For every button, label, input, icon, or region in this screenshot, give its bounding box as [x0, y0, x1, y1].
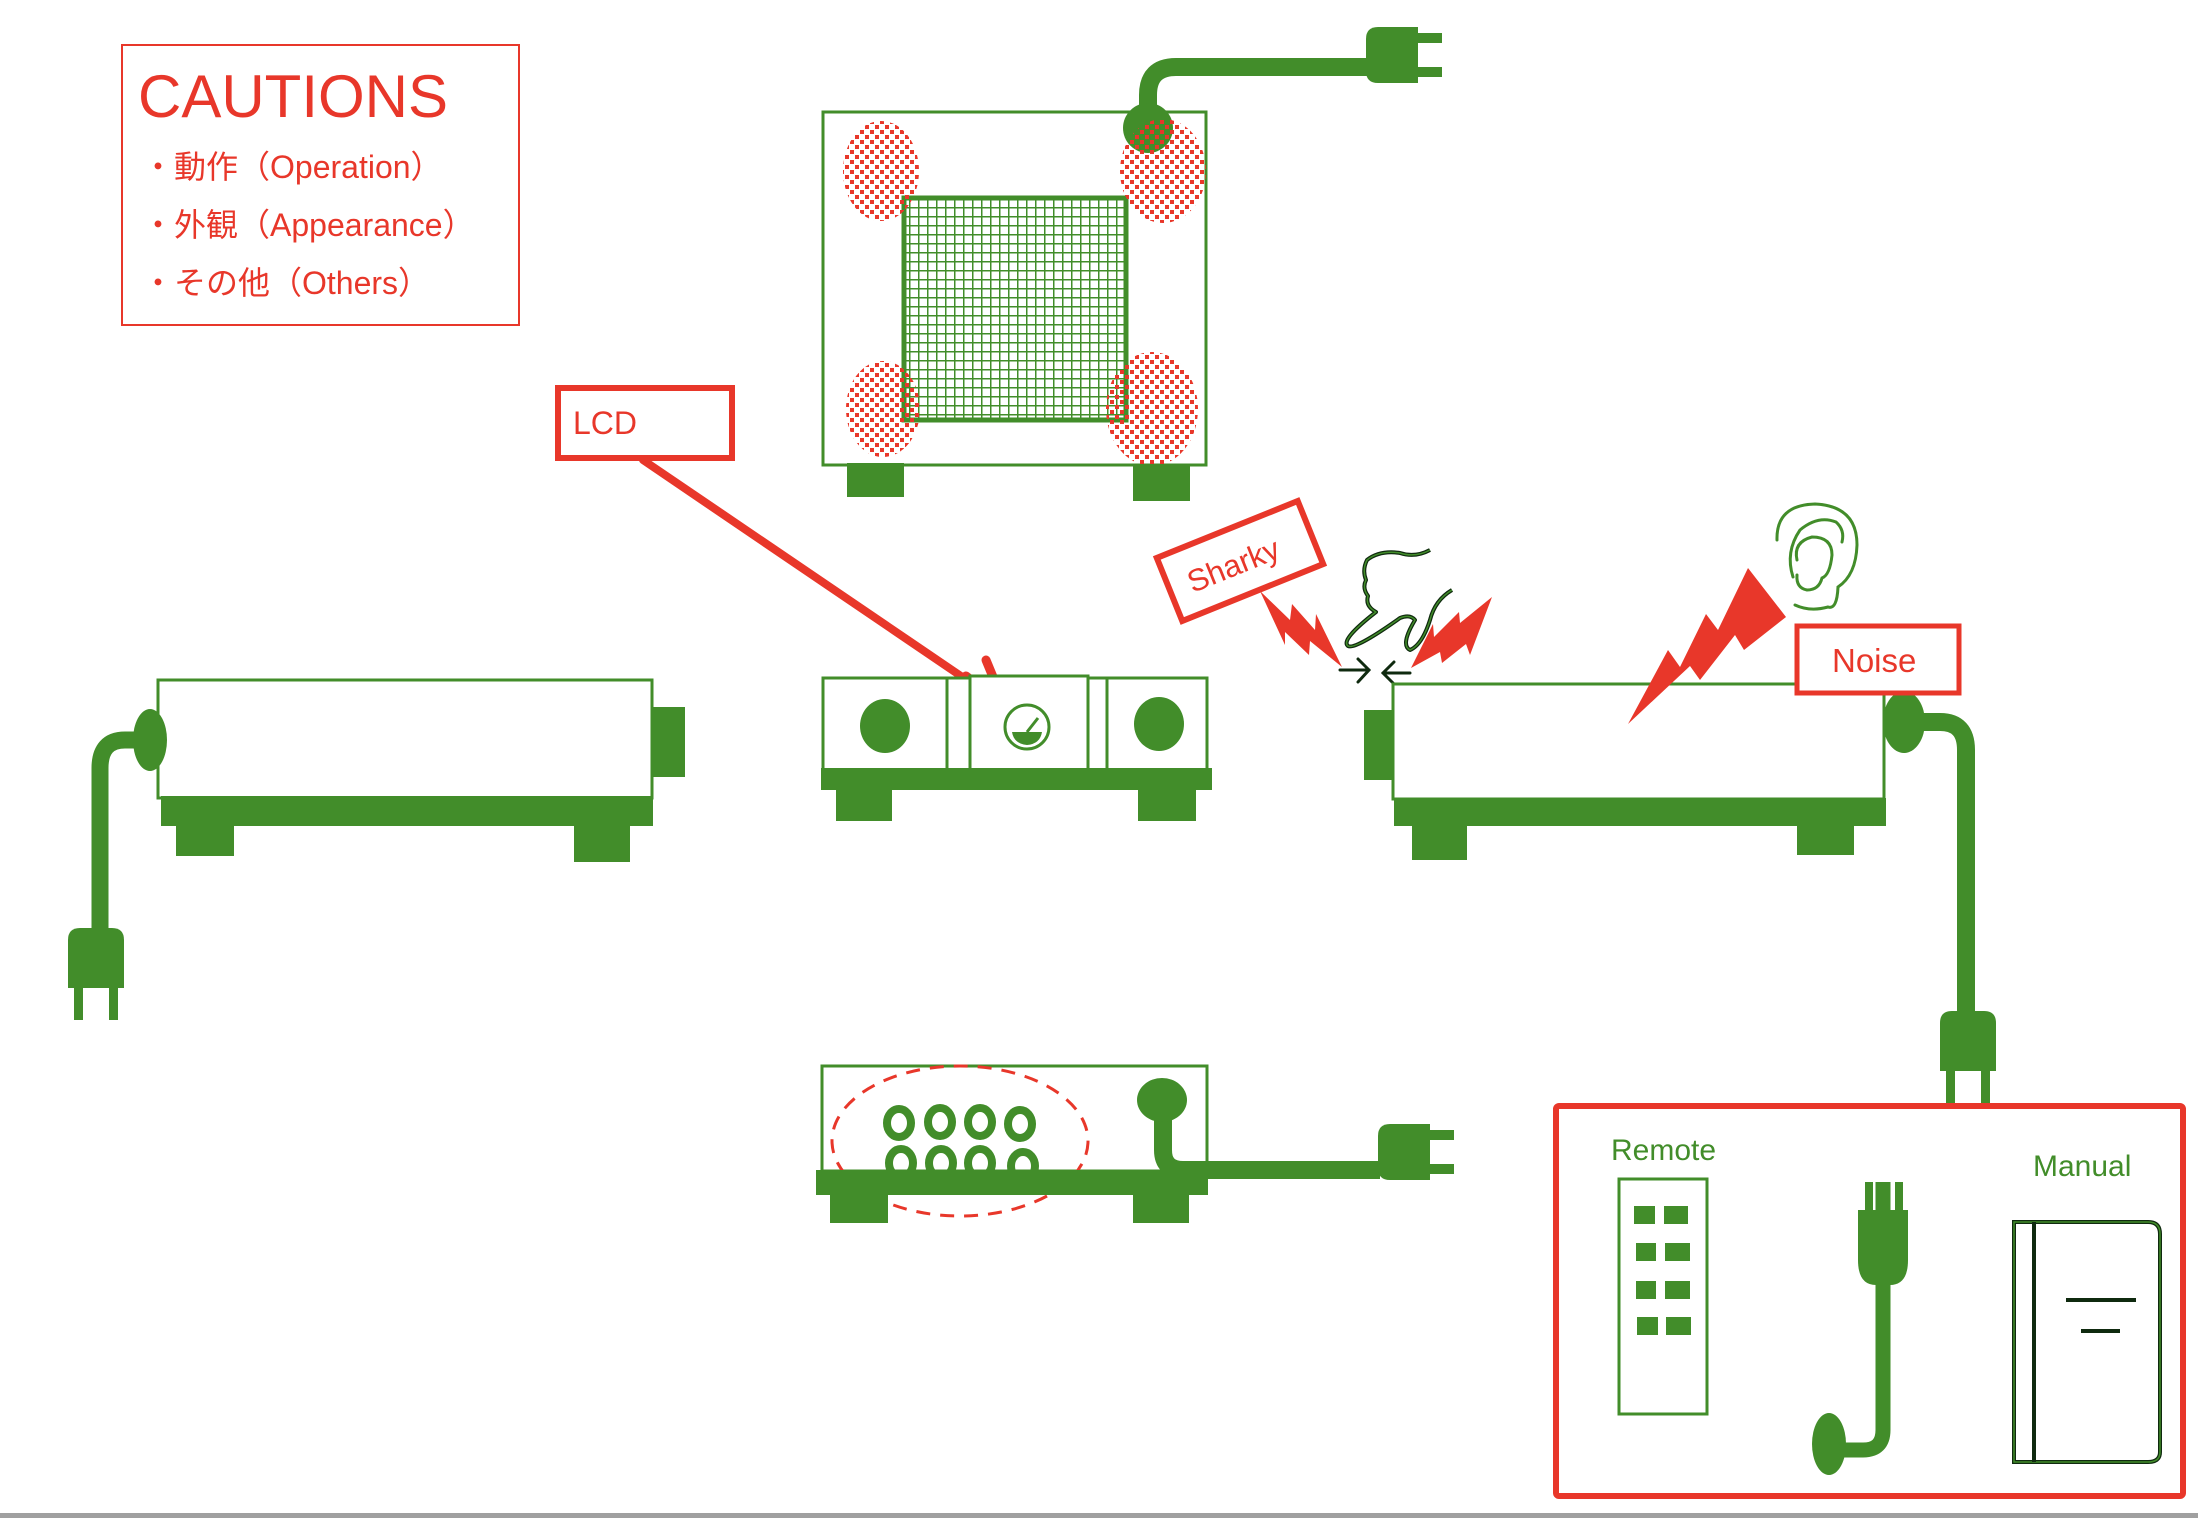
lightning-icon [1260, 591, 1342, 667]
caution-label: その他（Others） [174, 265, 430, 301]
power-plug-icon [1940, 1011, 1996, 1103]
device-foot [1133, 465, 1190, 501]
caution-bullet: ・ [142, 265, 174, 301]
rca-jack-icon [964, 1104, 996, 1140]
knob-icon [860, 699, 910, 753]
damage-spot-icon [1106, 352, 1198, 466]
lightning-icon [1411, 597, 1492, 668]
device-body [1391, 682, 1886, 801]
device-base [161, 796, 653, 826]
caution-item-operation: ・動作（Operation） [142, 149, 443, 185]
sharky-callout: Sharky [1152, 497, 1492, 686]
lightning-icon [1628, 568, 1786, 724]
device-top-view [821, 27, 1442, 501]
power-cord [1907, 713, 1975, 1020]
manual-label: Manual [2033, 1150, 2131, 1183]
power-plug-icon [1366, 27, 1442, 83]
lcd-arrow-line [639, 456, 1009, 710]
device-foot [830, 1193, 888, 1223]
damage-spot-icon [1120, 119, 1206, 223]
pinch-arrows-icon [1338, 657, 1412, 686]
device-base [1394, 798, 1886, 826]
caution-item-others: ・その他（Others） [142, 265, 430, 301]
cord-grommet [1137, 1078, 1187, 1122]
noise-label: Noise [1832, 642, 1916, 679]
power-cord [91, 731, 150, 935]
caution-item-appearance: ・外観（Appearance） [142, 207, 475, 243]
device-front-view [821, 674, 1212, 821]
device-foot [1133, 1193, 1189, 1223]
caution-label: 外観（Appearance） [174, 207, 475, 243]
rca-jack-icon [924, 1104, 956, 1140]
highlight-dashed-ellipse [830, 1064, 1090, 1218]
caution-label: 動作（Operation） [174, 149, 443, 185]
power-cord-icon [1812, 1182, 1908, 1475]
remote-control-icon [1617, 1177, 1709, 1416]
front-panel-gap [1086, 676, 1109, 772]
knob-icon [1134, 697, 1184, 751]
lcd-meter-icon [1003, 703, 1051, 751]
front-panel-gap [945, 676, 972, 772]
damage-spot-icon [843, 121, 919, 221]
power-cord [1139, 58, 1370, 130]
device-foot [1412, 824, 1467, 860]
device-foot [574, 822, 630, 862]
device-foot [836, 788, 892, 821]
lcd-label: LCD [573, 405, 637, 441]
bottom-scrollbar-edge [0, 1513, 2198, 1518]
cautions-title: CAUTIONS [138, 63, 448, 130]
ear-icon [1775, 502, 1859, 611]
accessories-panel: Remote Manual [1553, 1103, 2186, 1499]
cord-grommet [133, 709, 167, 771]
side-connector [652, 707, 685, 777]
side-connector [1364, 710, 1396, 780]
sharky-label-box [1152, 497, 1328, 625]
device-foot [176, 824, 234, 856]
device-base [821, 768, 1212, 790]
caution-bullet: ・ [142, 207, 174, 243]
device-left-side [68, 678, 685, 1020]
device-base [816, 1170, 1208, 1195]
caution-bullet: ・ [142, 149, 174, 185]
fan-grille-icon [901, 195, 1129, 423]
pointing-hand-icon-outline [1345, 549, 1453, 651]
rca-jack-icon [883, 1105, 915, 1141]
manual-book-icon [2012, 1220, 2162, 1464]
device-foot [1797, 824, 1854, 855]
device-rear-view [816, 1064, 1454, 1223]
cautions-border [121, 44, 520, 326]
cord-grommet [1883, 691, 1925, 753]
power-plug-icon [68, 928, 124, 1020]
rca-jack-icon [1004, 1106, 1036, 1142]
device-body [156, 678, 654, 800]
noise-label-box [1794, 623, 1962, 696]
power-plug-icon [1378, 1124, 1454, 1180]
remote-label: Remote [1611, 1134, 1716, 1167]
device-right-side: Noise [1364, 502, 1996, 1103]
device-foot [847, 463, 904, 497]
cautions-panel: CAUTIONS ・動作（Operation） ・外観（Appearance） … [121, 44, 520, 326]
damage-spot-icon [846, 361, 920, 457]
device-foot [1138, 788, 1196, 821]
